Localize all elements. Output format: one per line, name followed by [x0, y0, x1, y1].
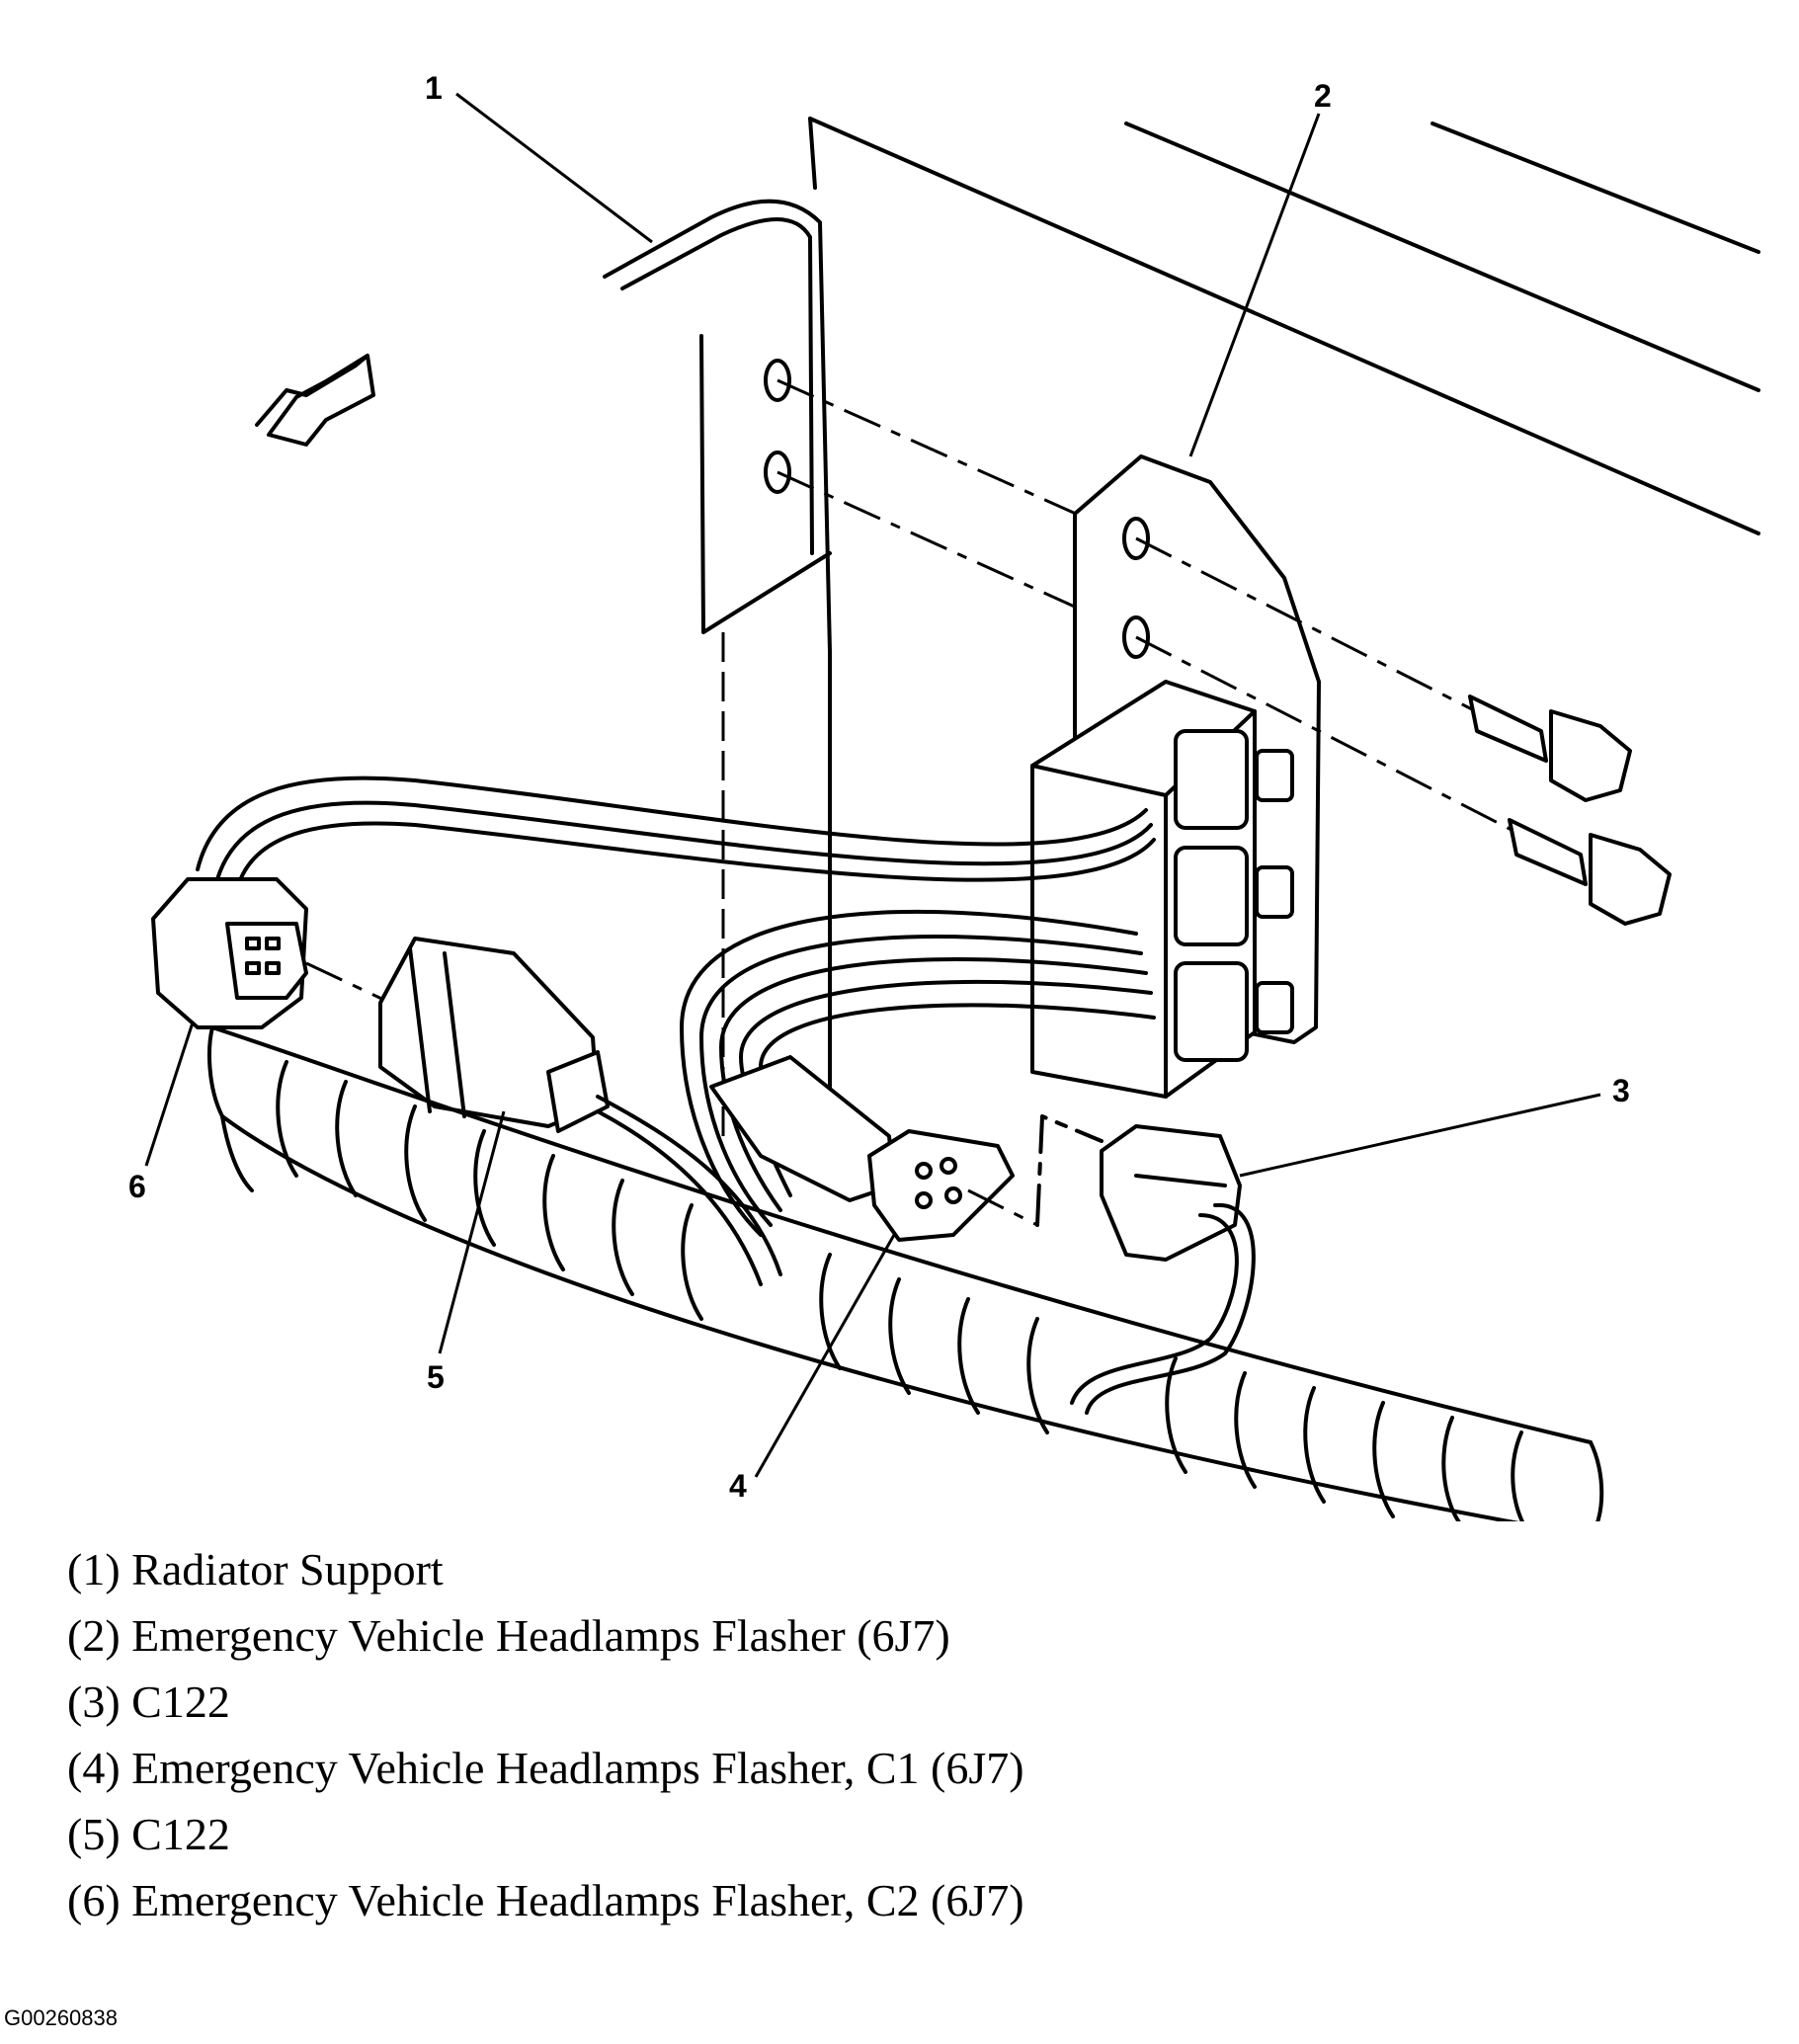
component-locator-drawing: 1 2 3 4 5 6	[128, 70, 1760, 1521]
legend-item-4: (4) Emergency Vehicle Headlamps Flasher,…	[67, 1743, 1024, 1793]
forward-arrow-icon	[255, 354, 375, 447]
legend-item-1: (1) Radiator Support	[67, 1544, 444, 1594]
connector-c122-left	[378, 937, 782, 1286]
callout-4: 4	[729, 1468, 747, 1504]
legend-item-3: (3) C122	[67, 1676, 230, 1727]
headlamps-flasher	[1030, 454, 1321, 1099]
legend-item-2: (2) Emergency Vehicle Headlamps Flasher …	[67, 1610, 950, 1661]
connector-c122-right	[1070, 1124, 1256, 1415]
flasher-wiring	[196, 776, 1156, 1237]
leader-lines	[144, 92, 1601, 1478]
connector-c2	[151, 877, 391, 1029]
callout-2: 2	[1314, 78, 1332, 114]
legend-item-6: (6) Emergency Vehicle Headlamps Flasher,…	[67, 1875, 1024, 1925]
figure-id: G00260838	[4, 2005, 118, 2030]
callout-1: 1	[425, 70, 443, 106]
connector-c1	[709, 1055, 1104, 1242]
mounting-bolts	[1135, 536, 1672, 926]
component-legend: (1) Radiator Support (2) Emergency Vehic…	[67, 1536, 1024, 1933]
legend-item-5: (5) C122	[67, 1809, 230, 1859]
callout-5: 5	[427, 1359, 445, 1395]
harness-conduit	[207, 1025, 1604, 1521]
callout-6: 6	[128, 1169, 146, 1204]
callout-3: 3	[1612, 1073, 1630, 1108]
radiator-support	[603, 117, 1760, 1158]
